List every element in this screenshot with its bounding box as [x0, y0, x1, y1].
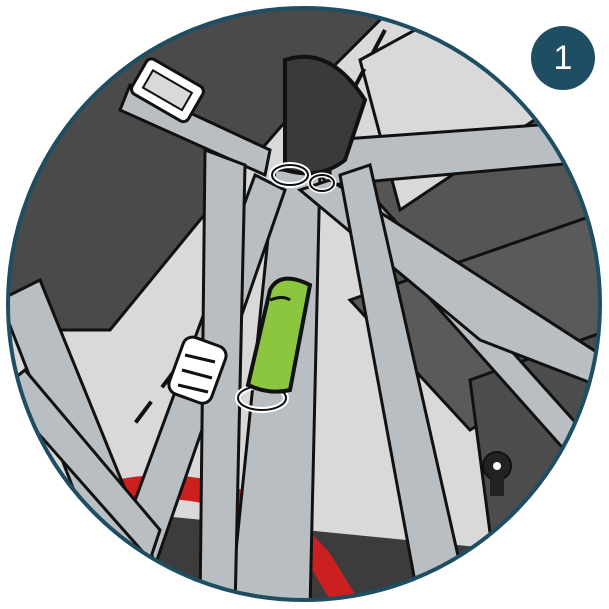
step-number-badge: 1: [531, 26, 595, 90]
step-number: 1: [554, 39, 573, 78]
